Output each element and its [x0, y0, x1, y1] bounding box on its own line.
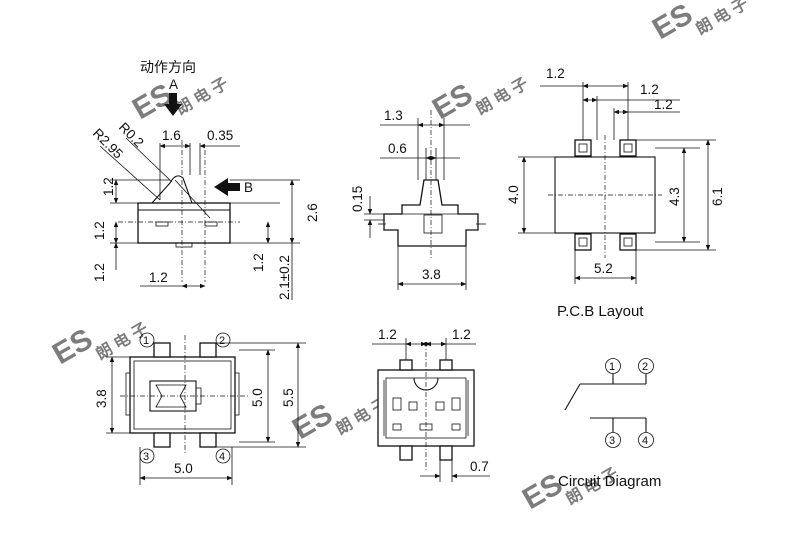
watermark-logo: ES	[647, 0, 698, 46]
arrow-down-icon	[164, 93, 182, 116]
dim-0-6: 0.6	[388, 141, 407, 156]
bottom-dim-1-2-a: 1.2	[378, 327, 397, 342]
pcb-dim-4-3: 4.3	[667, 187, 682, 206]
circuit-pin-4: 4	[642, 435, 648, 447]
top-dim-5-5: 5.5	[281, 388, 296, 407]
top-dim-5-0-h: 5.0	[174, 461, 193, 476]
switch-body-side	[137, 202, 231, 244]
circuit-diagram-caption: Circuit Diagram	[558, 473, 661, 490]
pcb-dim-1-2-a: 1.2	[546, 66, 565, 81]
dim-0-15: 0.15	[350, 186, 365, 212]
front-view: 1.3 0.6 0.15 3.8	[350, 108, 486, 290]
watermark-logo: ES	[427, 77, 478, 126]
pcb-dim-4-0: 4.0	[506, 185, 521, 204]
dim-1-6: 1.6	[162, 128, 181, 143]
pcb-dim-5-2: 5.2	[594, 261, 613, 276]
switch-contact	[564, 383, 581, 411]
pcb-dim-1-2-c: 1.2	[654, 97, 673, 112]
pcb-layout-caption: P.C.B Layout	[557, 303, 644, 320]
pcb-dim-6-1: 6.1	[710, 187, 725, 206]
pcb-layout: 1.2 1.2 1.2 4.0 4.3 6.1 5.2 P.C.B Layout	[506, 66, 725, 320]
circuit-pin-3: 3	[609, 435, 615, 447]
dim-left-1-2-mid: 1.2	[92, 221, 107, 240]
top-view: 1 2 3 4 3.8 5.0 5.5 5.0	[94, 332, 306, 485]
top-pin-1: 1	[143, 335, 149, 347]
side-view: 动作方向 A B 1.6 0.35 R0.2 R2.95	[90, 59, 320, 300]
bottom-dim-1-2-b: 1.2	[452, 327, 471, 342]
action-direction-label: 动作方向	[140, 59, 196, 75]
watermark-text: 朗 电 子	[473, 74, 532, 119]
dim-bottom-1-2: 1.2	[149, 270, 168, 285]
watermark-text: 朗 电 子	[173, 74, 232, 119]
top-pin-4: 4	[219, 451, 225, 463]
circuit-pin-2: 2	[642, 361, 648, 373]
dim-left-1-2: 1.2	[101, 177, 116, 196]
dim-1-3: 1.3	[384, 108, 403, 123]
top-dim-3-8: 3.8	[94, 389, 109, 408]
arrow-left-icon	[214, 178, 240, 196]
watermark-text: 朗 电 子	[693, 0, 752, 38]
dim-left-1-2-lower: 1.2	[92, 263, 107, 282]
switch-body-top	[129, 356, 236, 434]
bottom-view: 1.2 1.2 0.7	[372, 327, 490, 482]
arrow-b-label: B	[244, 180, 253, 195]
pcb-dim-1-2-b: 1.2	[640, 82, 659, 97]
circuit-diagram: 1 2 3 4 Circuit Diagram	[558, 358, 661, 490]
bottom-dim-0-7: 0.7	[470, 459, 489, 474]
top-dim-5-0-v: 5.0	[250, 388, 265, 407]
dim-right-1-2: 1.2	[251, 253, 266, 272]
arrow-a-label: A	[169, 77, 178, 92]
dim-0-35: 0.35	[207, 128, 233, 143]
dim-2-6: 2.6	[305, 203, 320, 222]
watermark-logo: ES	[47, 322, 98, 371]
dim-2-1-tol: 2.1±0.2	[277, 255, 292, 300]
actuator-lever	[151, 175, 193, 204]
top-pin-3: 3	[143, 451, 149, 463]
top-pin-2: 2	[219, 335, 225, 347]
dim-3-8: 3.8	[422, 267, 441, 282]
circuit-pin-1: 1	[609, 361, 615, 373]
